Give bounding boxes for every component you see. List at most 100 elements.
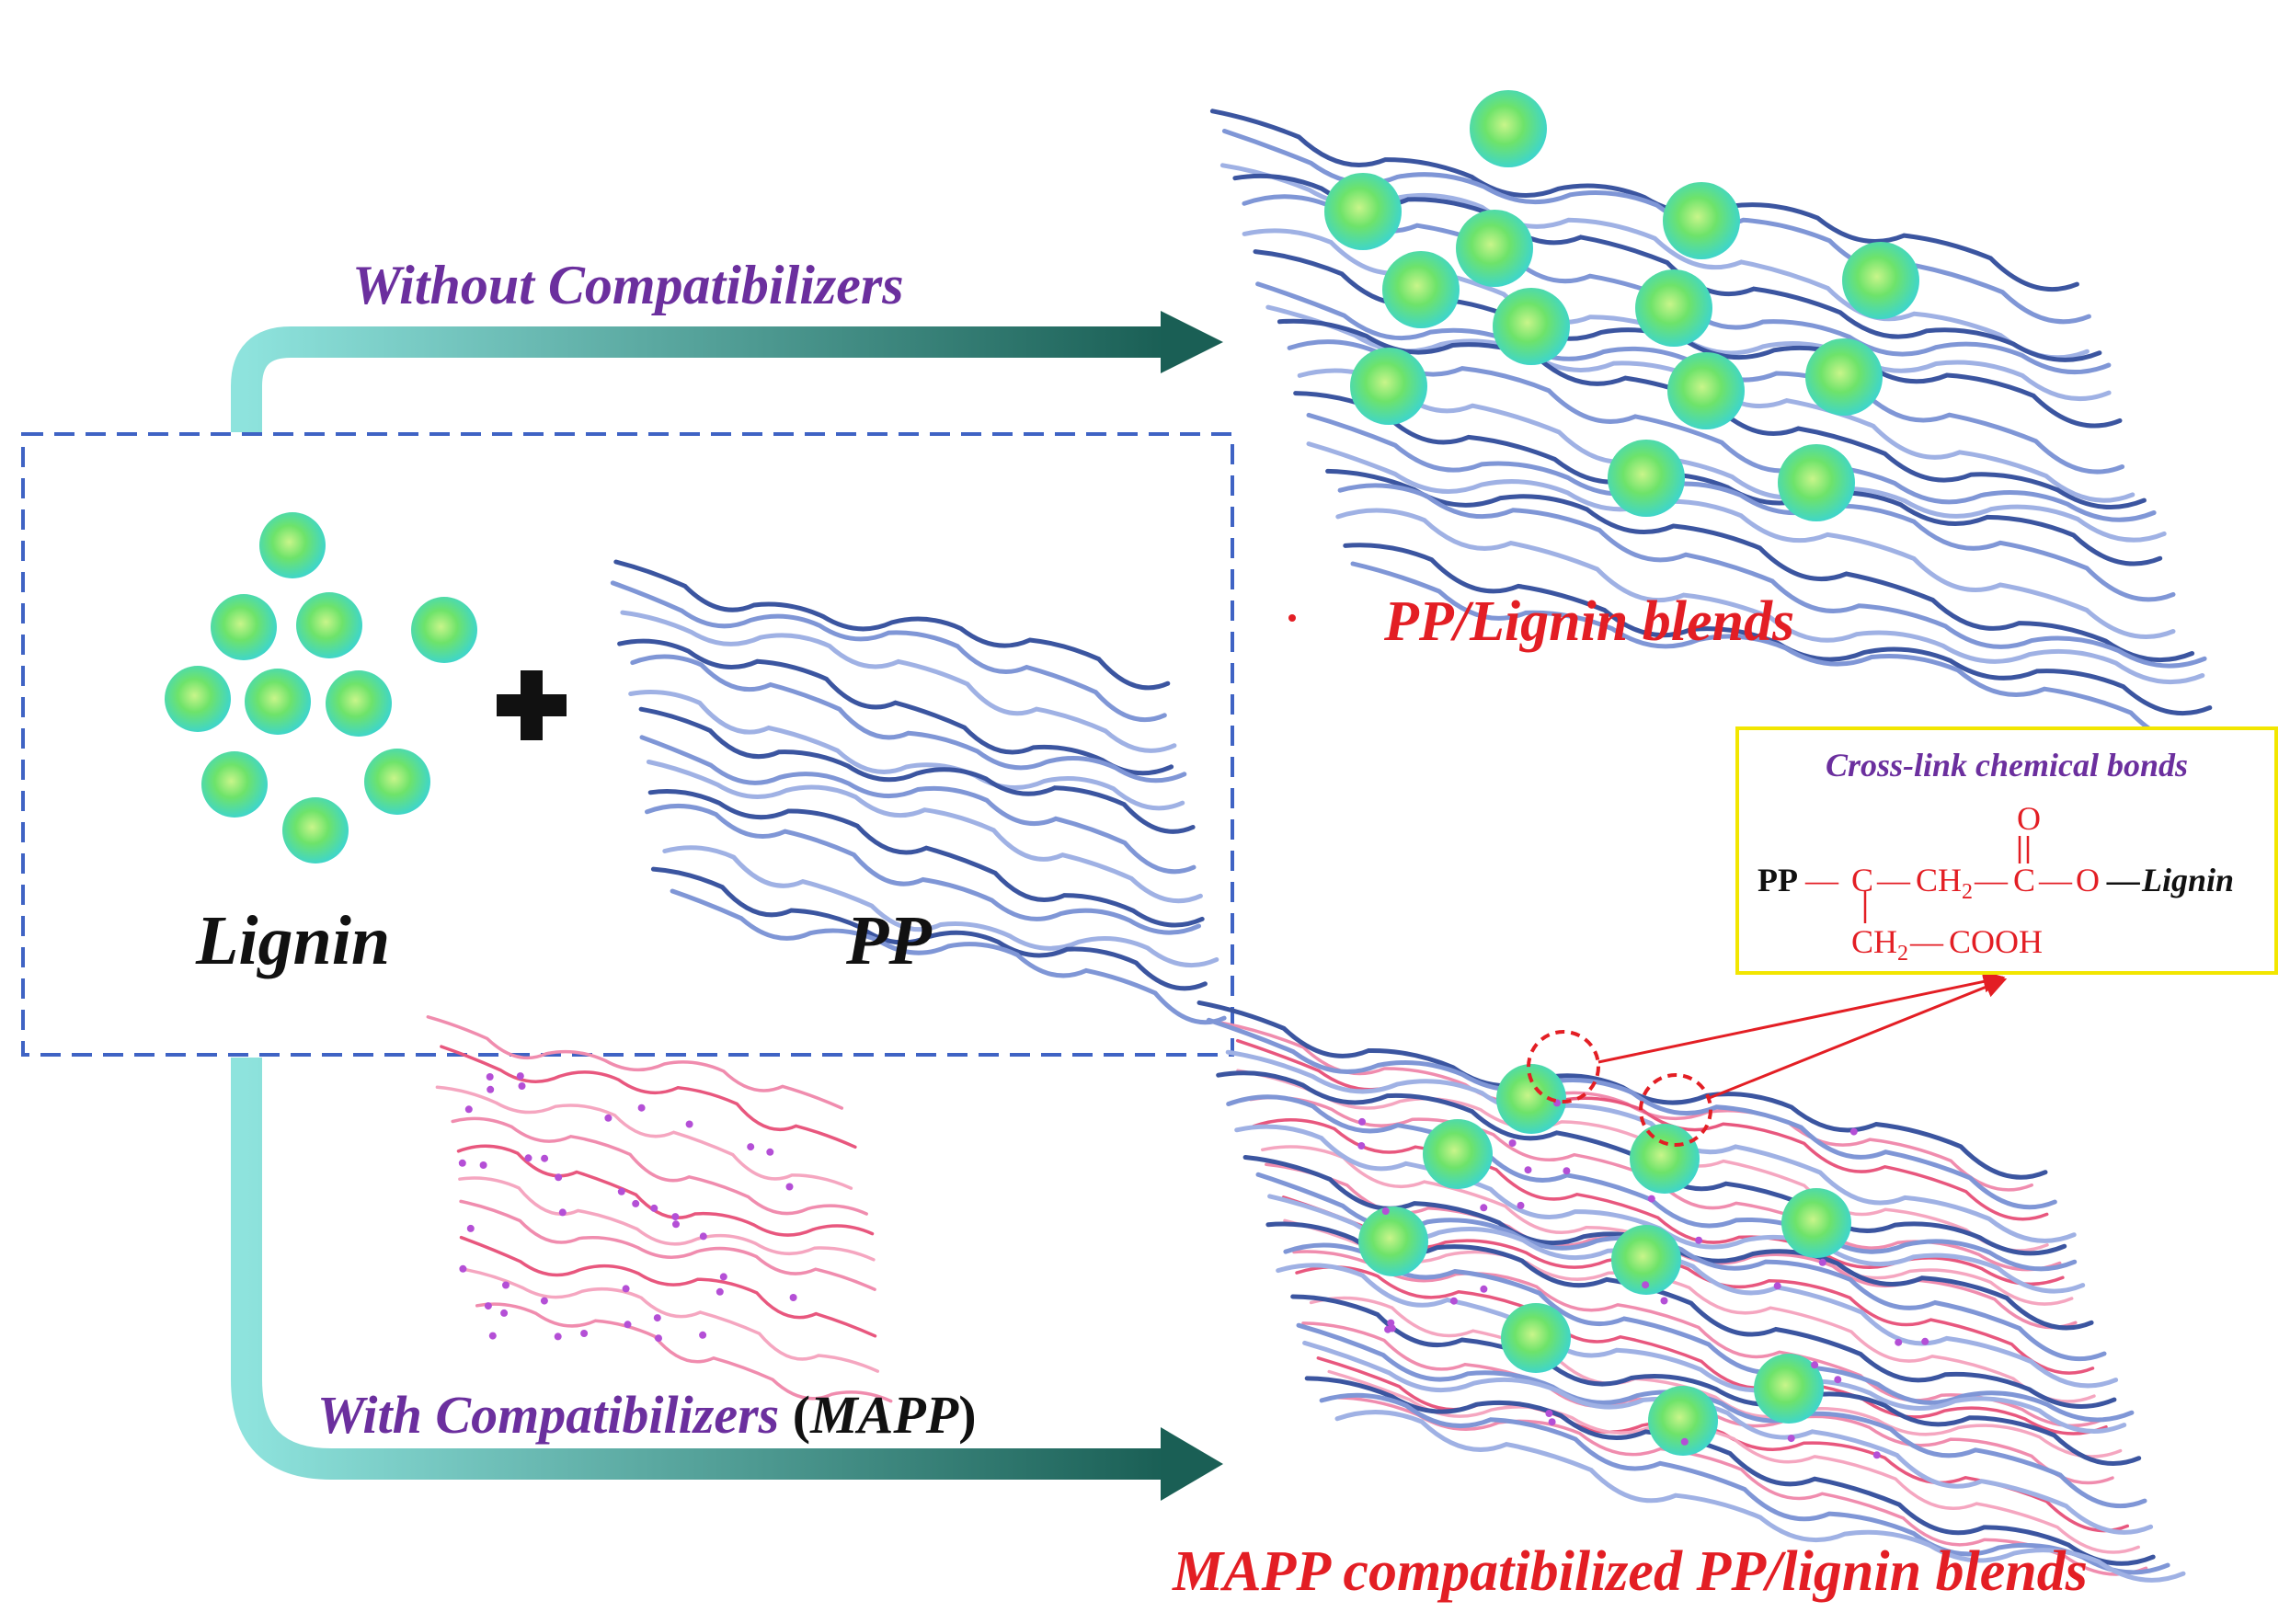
polymer-chain (459, 1199, 876, 1291)
bond-6: — (1910, 923, 1943, 960)
maleic-group (1524, 1166, 1532, 1174)
without-compatibilizers-label: Without Compatibilizers (352, 255, 904, 315)
polymer-chain (1327, 1369, 2140, 1554)
crosslink-arrow-1 (1597, 970, 2006, 1064)
chem-lignin: Lignin (2142, 862, 2235, 898)
polymer-chain (1304, 1376, 2156, 1566)
maleic-group (617, 1187, 625, 1195)
reactants-box (21, 432, 1234, 1057)
lignin-sphere (245, 669, 311, 735)
maleic-group (716, 1287, 724, 1296)
maleic-group (1387, 1319, 1395, 1327)
lignin-sphere (1496, 1064, 1566, 1134)
maleic-group (488, 1332, 497, 1340)
polymer-chain (1297, 368, 2167, 543)
maleic-group (524, 1154, 532, 1162)
mapp-chain-bundle (426, 1015, 893, 1403)
maleic-group (1548, 1418, 1556, 1426)
maleic-group (624, 1321, 632, 1329)
polymer-chain (1350, 561, 2220, 747)
polymer-chain (1276, 1263, 2127, 1434)
maleic-group (789, 1294, 797, 1301)
pp-lignin-blends-label: PP/Lignin blends (1384, 590, 1795, 653)
polymer-chain (475, 1302, 893, 1403)
polymer-chain (1225, 1049, 2077, 1243)
maleic-group (1660, 1297, 1668, 1305)
lignin-sphere (1648, 1386, 1718, 1456)
polymer-chain (638, 706, 1196, 834)
maleic-group (699, 1232, 707, 1241)
maleic-group (650, 1204, 658, 1212)
polymer-chain (440, 1045, 857, 1149)
crosslink-circle-2 (1639, 1073, 1712, 1147)
lignin-sphere (211, 594, 277, 660)
maleic-group (1563, 1167, 1571, 1175)
polymer-chain (459, 1235, 877, 1338)
polymer-chain (1325, 468, 2195, 663)
carbonyl-oxygen: O (2017, 800, 2041, 837)
polymer-chain (1309, 1296, 2123, 1458)
maleic-group (1818, 1258, 1826, 1266)
polymer-chain (435, 1085, 853, 1190)
lignin-sphere (1635, 269, 1712, 347)
polymer-chain (1334, 1410, 2186, 1583)
maleic-group (1480, 1285, 1488, 1293)
pp-label: PP (846, 902, 932, 979)
bond-lines (1863, 836, 2030, 923)
maleic-group (516, 1072, 524, 1081)
maleic-group (1787, 1435, 1795, 1443)
maleic-group (487, 1085, 495, 1093)
polymer-chain (1220, 1021, 2033, 1192)
polymer-chain (628, 689, 1185, 811)
paren-open: ( (792, 1385, 811, 1445)
maleic-group (466, 1224, 475, 1232)
lignin-sphere (1754, 1354, 1824, 1424)
crosslink-arrow-2 (1706, 976, 2008, 1101)
mapp-compatibilized-blend-illustration (1197, 1000, 2186, 1583)
polymer-chain (645, 803, 1201, 935)
polymer-chain (630, 654, 1187, 783)
maleic-group (1695, 1236, 1703, 1244)
bond-4: — (2039, 862, 2072, 898)
lignin-sphere (282, 797, 349, 863)
polymer-chain (451, 1116, 868, 1216)
polymer-chain (1335, 508, 2205, 685)
lignin-sphere (1842, 242, 1919, 319)
red-dot (1288, 614, 1296, 622)
carbon-1: C (1851, 862, 1874, 898)
lignin-sphere (259, 512, 326, 578)
lignin-sphere (1608, 440, 1685, 517)
maleic-group (766, 1148, 774, 1156)
polymer-chain (650, 866, 1208, 991)
maleic-group (1480, 1204, 1488, 1212)
lignin-sphere (1805, 338, 1883, 416)
polymer-chain (1283, 1218, 2096, 1403)
maleic-group (685, 1120, 693, 1128)
maleic-group (1545, 1410, 1553, 1417)
lignin-sphere (1663, 182, 1740, 259)
lignin-sphere (1358, 1207, 1428, 1276)
polymer-chain (613, 559, 1171, 691)
lignin-sphere (1611, 1225, 1681, 1295)
lignin-sphere (1324, 173, 1402, 250)
lignin-sphere (1630, 1124, 1700, 1194)
maleic-group (500, 1309, 509, 1317)
lignin-sphere (1423, 1119, 1493, 1189)
polymer-chain (1287, 339, 2157, 522)
maleic-group (1811, 1361, 1819, 1369)
polymer-chain (639, 735, 1197, 875)
ester-oxygen: O (2076, 862, 2100, 898)
maleic-group (785, 1183, 794, 1191)
maleic-group (1381, 1207, 1390, 1215)
polymer-chain (1337, 483, 2207, 669)
polymer-chain (1209, 109, 2079, 292)
polymer-chain (1334, 1395, 2148, 1576)
maleic-group (479, 1161, 487, 1169)
maleic-group (486, 1073, 494, 1081)
lignin-sphere (1350, 348, 1427, 425)
maleic-group (1834, 1376, 1842, 1384)
maleic-group (484, 1302, 492, 1310)
maleic-group (1642, 1281, 1650, 1289)
without-compatibilizer-arrow (231, 311, 1223, 432)
